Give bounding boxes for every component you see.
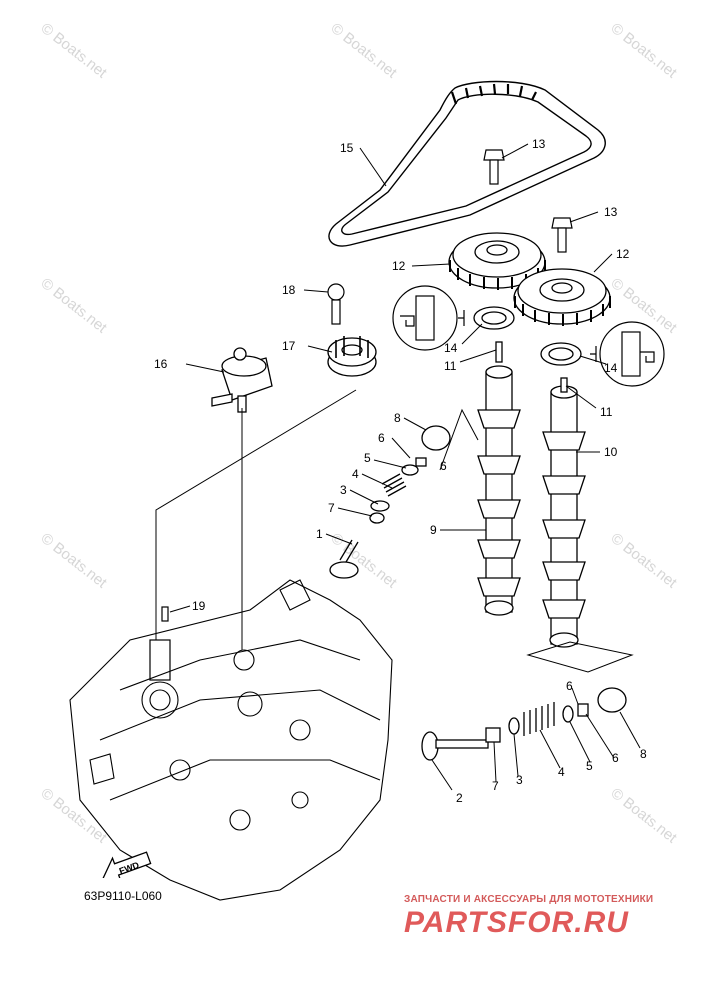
callout-11[interactable]: 11 bbox=[444, 359, 457, 373]
valve-parts-lower[interactable] bbox=[421, 687, 627, 761]
watermark: © Boats.net bbox=[608, 785, 681, 847]
forward-arrow-icon: FWD bbox=[101, 851, 152, 878]
callout-6[interactable]: 6 bbox=[566, 679, 573, 693]
callout-6[interactable]: 6 bbox=[378, 431, 385, 445]
oil-seal[interactable] bbox=[473, 306, 582, 366]
callout-3[interactable]: 3 bbox=[340, 483, 347, 497]
callout-11[interactable]: 11 bbox=[600, 405, 613, 419]
idler-bolt[interactable] bbox=[327, 283, 345, 325]
callout-7[interactable]: 7 bbox=[492, 779, 499, 793]
valve-parts-upper[interactable] bbox=[329, 425, 451, 579]
callout-2[interactable]: 2 bbox=[456, 791, 463, 805]
callout-14[interactable]: 14 bbox=[604, 361, 618, 375]
stud-bolt[interactable] bbox=[149, 606, 171, 681]
callout-12[interactable]: 12 bbox=[392, 259, 406, 273]
grease-detail bbox=[392, 285, 665, 387]
callout-13[interactable]: 13 bbox=[532, 137, 546, 151]
callout-17[interactable]: 17 bbox=[282, 339, 296, 353]
cam-pulley-exhaust[interactable] bbox=[513, 268, 611, 326]
leader-lines bbox=[155, 143, 641, 791]
callout-6[interactable]: 6 bbox=[612, 751, 619, 765]
watermark: © Boats.net bbox=[38, 785, 111, 847]
callout-10[interactable]: 10 bbox=[604, 445, 618, 459]
shop-brand-logo[interactable]: PARTSFOR.RU bbox=[404, 906, 629, 939]
belt-tensioner[interactable] bbox=[211, 347, 273, 413]
shop-tagline: ЗАПЧАСТИ И АКСЕССУАРЫ ДЛЯ МОТОТЕХНИКИ bbox=[404, 894, 654, 905]
callout-19[interactable]: 19 bbox=[192, 599, 206, 613]
callout-5[interactable]: 5 bbox=[364, 451, 371, 465]
pulley-bolt[interactable] bbox=[483, 149, 573, 253]
callout-18[interactable]: 18 bbox=[282, 283, 296, 297]
callout-15[interactable]: 15 bbox=[340, 141, 354, 155]
callout-1[interactable]: 1 bbox=[316, 527, 323, 541]
cam-pulley-intake[interactable] bbox=[448, 232, 546, 290]
watermark: © Boats.net bbox=[38, 530, 111, 592]
callout-4[interactable]: 4 bbox=[352, 467, 359, 481]
callout-14[interactable]: 14 bbox=[444, 341, 458, 355]
watermark: © Boats.net bbox=[608, 530, 681, 592]
diagram-code: 63P9110-L060 bbox=[84, 889, 162, 903]
camshaft-base-outline bbox=[526, 641, 634, 673]
callout-16[interactable]: 16 bbox=[154, 357, 168, 371]
camshaft-intake[interactable] bbox=[477, 341, 521, 616]
callout-8[interactable]: 8 bbox=[640, 747, 647, 761]
idler-pulley[interactable] bbox=[327, 336, 377, 377]
timing-belt[interactable] bbox=[328, 80, 606, 247]
watermark: © Boats.net bbox=[38, 275, 111, 337]
callout-4[interactable]: 4 bbox=[558, 765, 565, 779]
callout-9[interactable]: 9 bbox=[430, 523, 437, 537]
callout-labels: 15 13 13 12 12 14 14 11 11 18 17 16 8 6 … bbox=[154, 137, 647, 805]
watermark: © Boats.net bbox=[38, 20, 111, 82]
callout-8[interactable]: 8 bbox=[394, 411, 401, 425]
callout-3[interactable]: 3 bbox=[516, 773, 523, 787]
callout-13[interactable]: 13 bbox=[604, 205, 618, 219]
callout-7[interactable]: 7 bbox=[328, 501, 335, 515]
callout-6[interactable]: 6 bbox=[440, 459, 447, 473]
callout-5[interactable]: 5 bbox=[586, 759, 593, 773]
callout-12[interactable]: 12 bbox=[616, 247, 630, 261]
watermark: © Boats.net bbox=[328, 20, 401, 82]
camshaft-exhaust[interactable] bbox=[542, 377, 586, 648]
watermark: © Boats.net bbox=[608, 20, 681, 82]
